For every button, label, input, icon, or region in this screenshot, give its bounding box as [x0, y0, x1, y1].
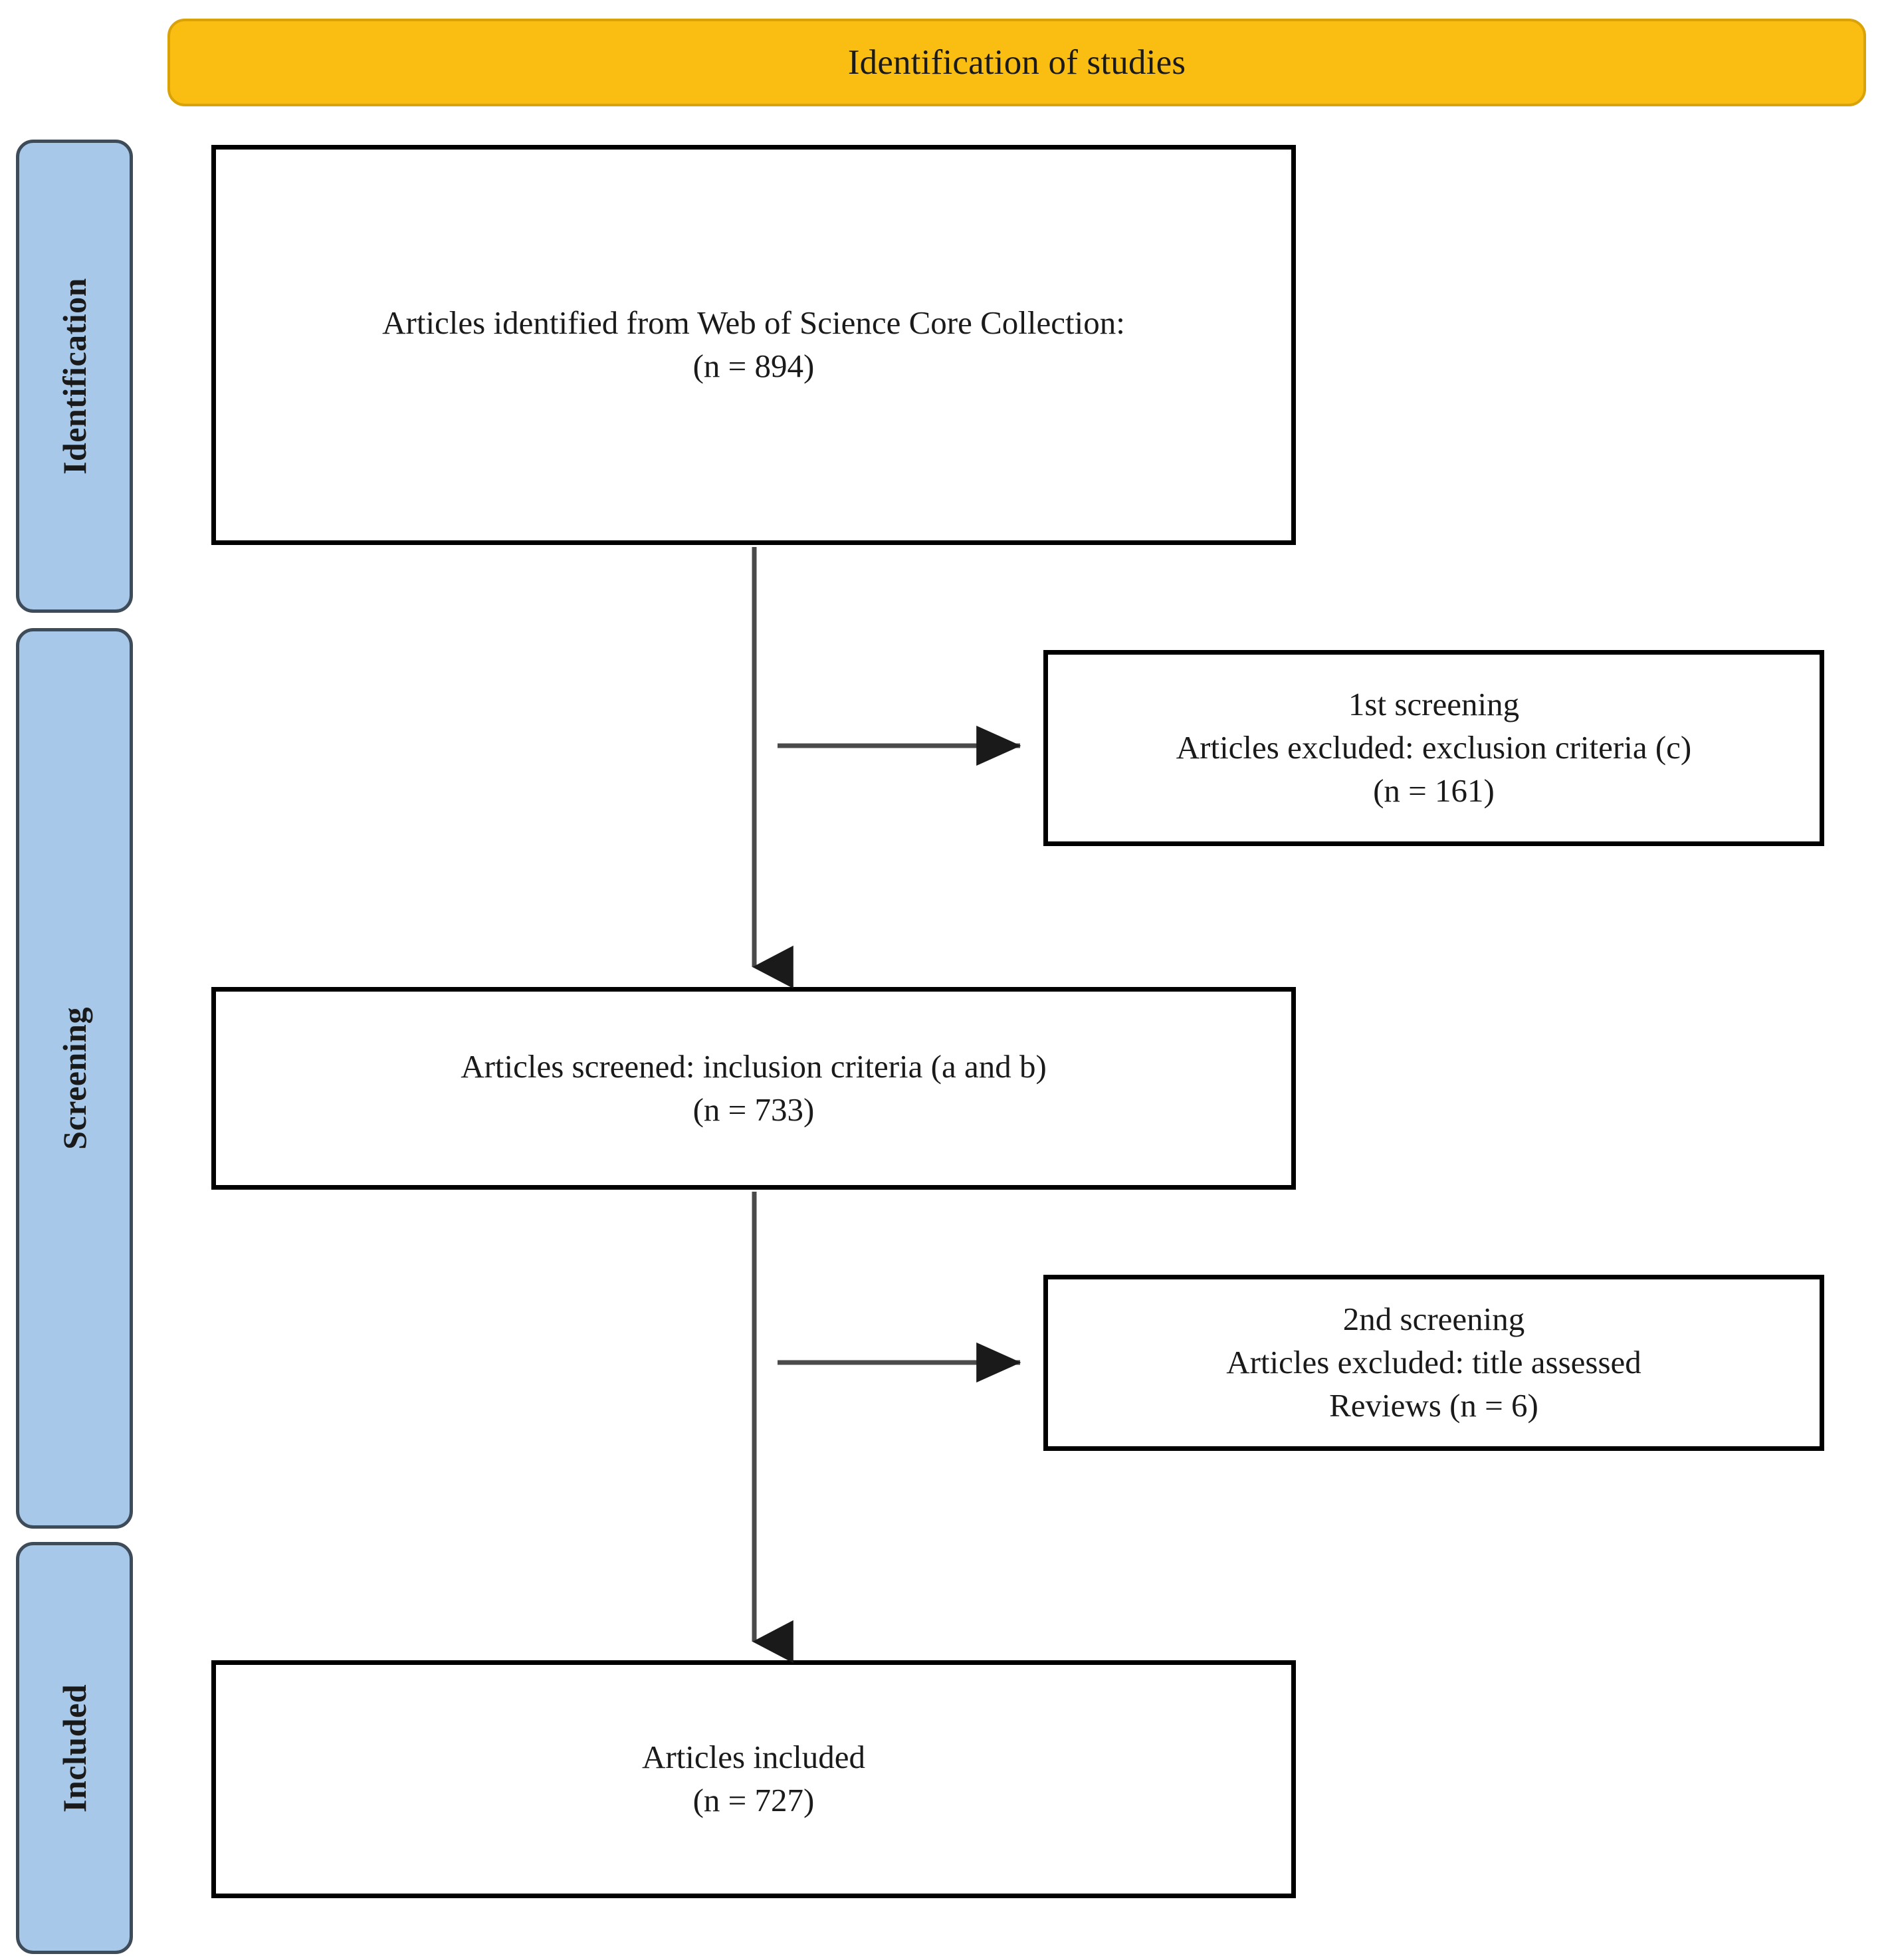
box-first-screening-reason: Articles excluded: exclusion criteria (c…	[1176, 729, 1692, 766]
box-first-screening-excluded: 1st screening Articles excluded: exclusi…	[1043, 650, 1824, 846]
box-articles-included-count: (n = 727)	[692, 1782, 815, 1818]
box-first-screening-title: 1st screening	[1348, 686, 1520, 723]
box-articles-identified-count: (n = 894)	[692, 348, 815, 384]
box-articles-identified-line-1: Articles identified from Web of Science …	[382, 304, 1125, 342]
box-second-screening-count: Reviews (n = 6)	[1329, 1386, 1538, 1424]
box-articles-screened: Articles screened: inclusion criteria (a…	[211, 987, 1296, 1190]
header-banner: Identification of studies	[167, 19, 1866, 106]
box-second-screening-title: 2nd screening	[1342, 1301, 1525, 1338]
header-title: Identification of studies	[847, 43, 1186, 82]
box-articles-identified: Articles identified from Web of Science …	[211, 145, 1296, 545]
box-second-screening-reason: Articles excluded: title assessed	[1226, 1344, 1641, 1381]
box-first-screening-count: (n = 161)	[1373, 772, 1495, 809]
stage-tab-identification-label: Identification	[56, 278, 93, 475]
stage-tab-identification: Identification	[16, 140, 133, 613]
box-articles-included-line-1: Articles included	[641, 1739, 866, 1776]
box-articles-screened-count: (n = 733)	[692, 1091, 815, 1128]
stage-tab-included-label: Included	[56, 1684, 93, 1812]
box-articles-included: Articles included (n = 727)	[211, 1660, 1296, 1898]
box-articles-screened-line-1: Articles screened: inclusion criteria (a…	[461, 1047, 1047, 1085]
stage-tab-screening-label: Screening	[56, 1007, 93, 1150]
box-second-screening-excluded: 2nd screening Articles excluded: title a…	[1043, 1275, 1824, 1451]
stage-tab-included: Included	[16, 1542, 133, 1954]
stage-tab-screening: Screening	[16, 628, 133, 1529]
